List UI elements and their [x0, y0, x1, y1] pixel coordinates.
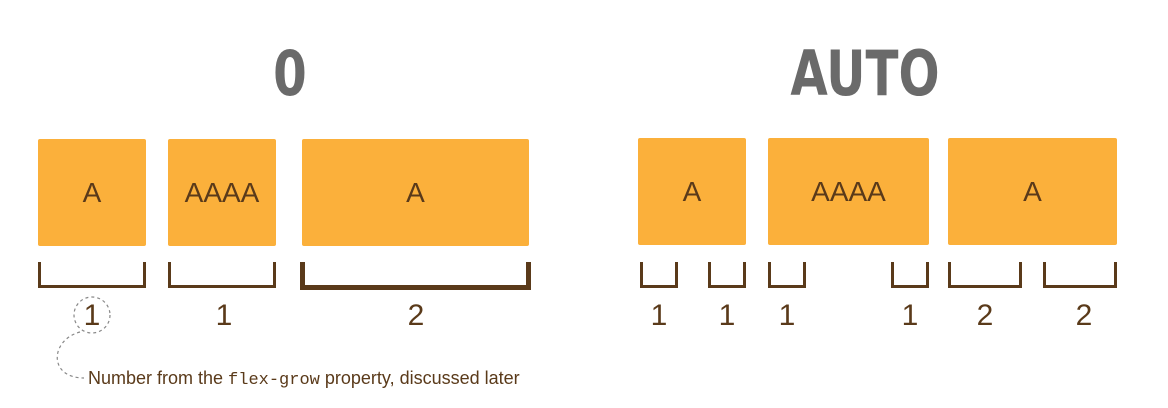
right-bracket-5	[948, 262, 1022, 288]
right-box-3: A	[948, 138, 1117, 245]
callout-circle	[73, 296, 111, 334]
callout-curve	[56, 331, 85, 379]
right-grow-value-5: 2	[976, 299, 994, 332]
right-grow-value-3: 1	[778, 299, 796, 332]
left-box-2: AAAA	[168, 139, 276, 246]
note-code: flex-grow	[228, 371, 320, 390]
left-grow-value-3: 2	[407, 299, 425, 332]
right-bracket-6	[1043, 262, 1117, 288]
left-bracket-1	[38, 262, 146, 288]
flex-grow-note: Number from the flex-grow property, disc…	[88, 366, 520, 390]
left-box-3: A	[302, 139, 529, 246]
right-bracket-3	[768, 262, 806, 288]
left-box-1-label: A	[82, 176, 102, 208]
left-grow-value-2: 1	[215, 299, 233, 332]
right-box-2-label: AAAA	[811, 175, 886, 207]
heading-auto: AUTO	[790, 37, 940, 110]
right-grow-value-4: 1	[901, 299, 919, 332]
right-box-3-label: A	[1023, 175, 1042, 207]
left-box-1: A	[38, 139, 146, 246]
right-box-1: A	[638, 138, 746, 245]
note-prefix: Number from the	[88, 368, 229, 388]
right-box-1-label: A	[682, 175, 702, 207]
right-bracket-1	[640, 262, 678, 288]
right-bracket-2	[708, 262, 746, 288]
right-box-2: AAAA	[768, 138, 929, 245]
right-grow-value-6: 2	[1075, 299, 1093, 332]
left-box-2-label: AAAA	[184, 176, 260, 208]
right-grow-value-1: 1	[650, 299, 668, 332]
left-bracket-3	[300, 262, 531, 290]
heading-zero: 0	[273, 37, 307, 110]
right-grow-value-2: 1	[718, 299, 736, 332]
left-box-3-label: A	[406, 176, 425, 208]
right-bracket-4	[891, 262, 929, 288]
left-grow-value-1: 1	[83, 299, 101, 332]
note-suffix: property, discussed later	[319, 368, 520, 388]
left-bracket-2	[168, 262, 276, 288]
